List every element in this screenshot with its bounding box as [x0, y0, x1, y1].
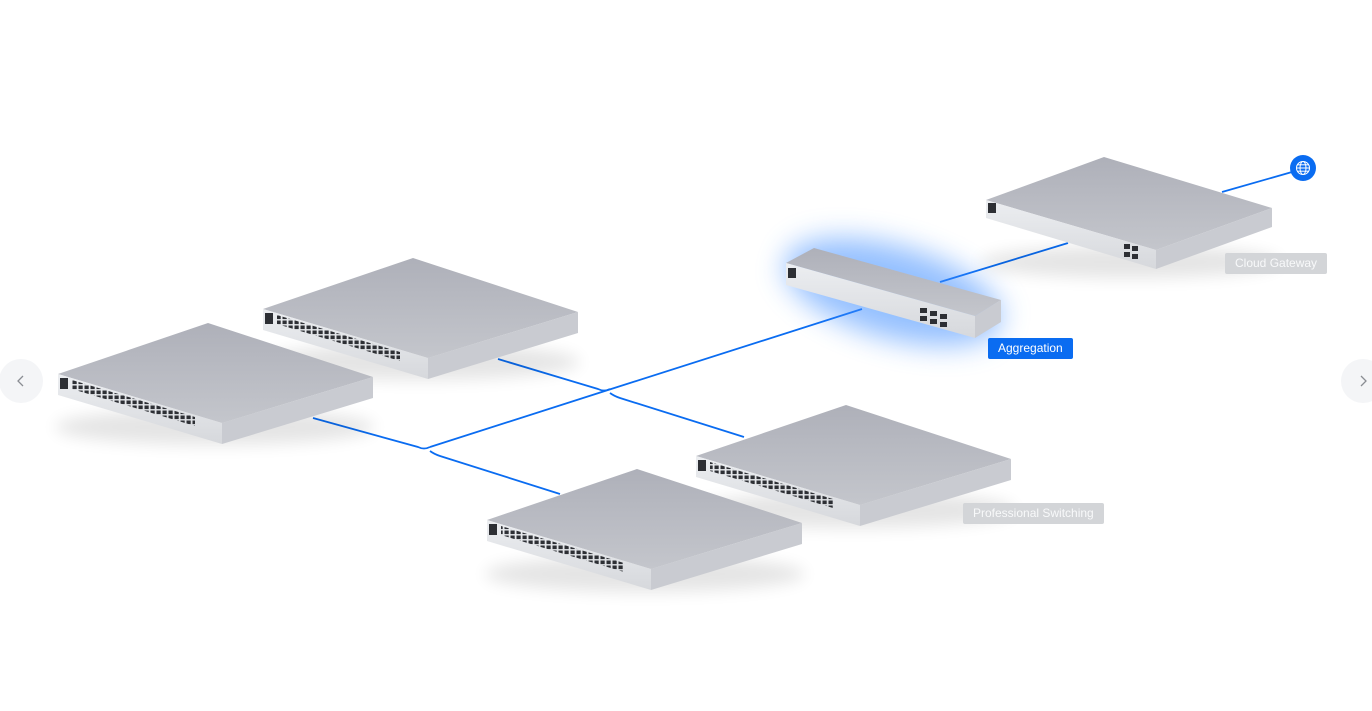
globe-icon	[1296, 161, 1310, 175]
cloud-gateway-label[interactable]: Cloud Gateway	[1225, 253, 1328, 274]
link-gateway-to-internet	[1221, 171, 1293, 193]
link-switch-d	[609, 392, 745, 438]
chevron-left-icon	[17, 375, 24, 387]
switch-device[interactable]	[485, 469, 805, 592]
chevron-right-icon	[1360, 375, 1367, 387]
internet-node	[1290, 155, 1316, 181]
link-switch-c	[429, 450, 561, 495]
switch-device[interactable]	[55, 323, 375, 445]
aggregation-switch-device[interactable]	[786, 248, 1001, 338]
cloud-gateway-device[interactable]	[980, 157, 1280, 278]
aggregation-label[interactable]: Aggregation	[988, 338, 1073, 359]
previous-button[interactable]	[0, 359, 43, 403]
next-button[interactable]	[1341, 359, 1372, 403]
professional-switching-label[interactable]: Professional Switching	[963, 503, 1104, 524]
link-switch-b	[497, 358, 611, 392]
link-switch-a	[312, 417, 431, 450]
